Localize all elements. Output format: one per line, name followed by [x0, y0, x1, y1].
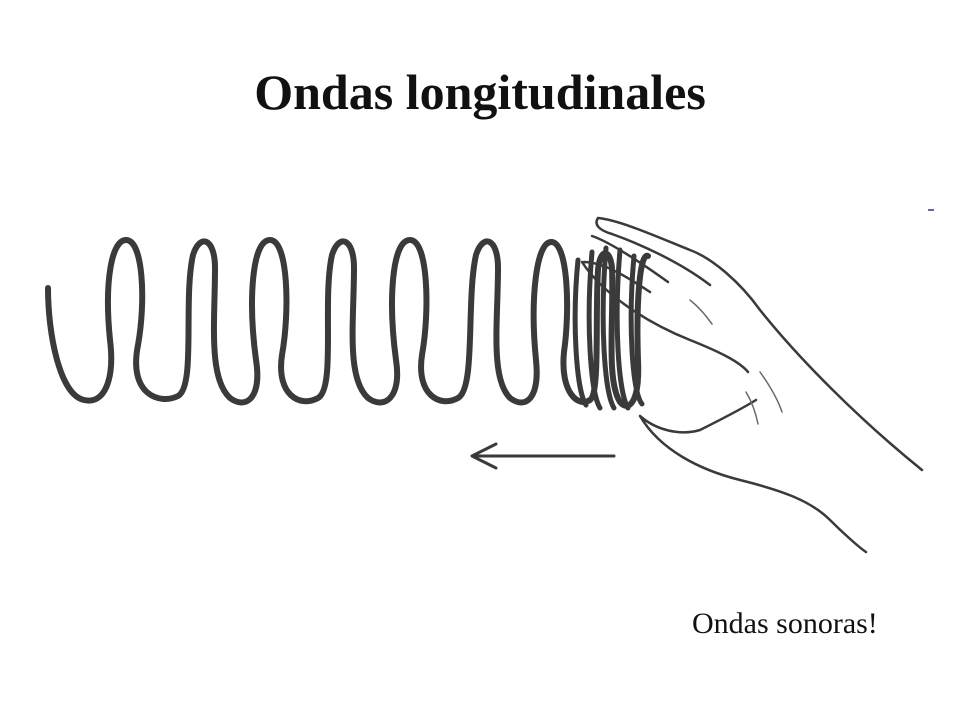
spring-coil — [45, 237, 651, 409]
slide-caption: Ondas sonoras! — [692, 607, 878, 640]
slide-title: Ondas longitudinales — [254, 64, 706, 120]
hand-outline — [580, 216, 924, 554]
left-arrow-icon — [470, 442, 616, 470]
hand-knuckle-lines — [689, 299, 783, 425]
compressed-coils — [572, 245, 645, 411]
